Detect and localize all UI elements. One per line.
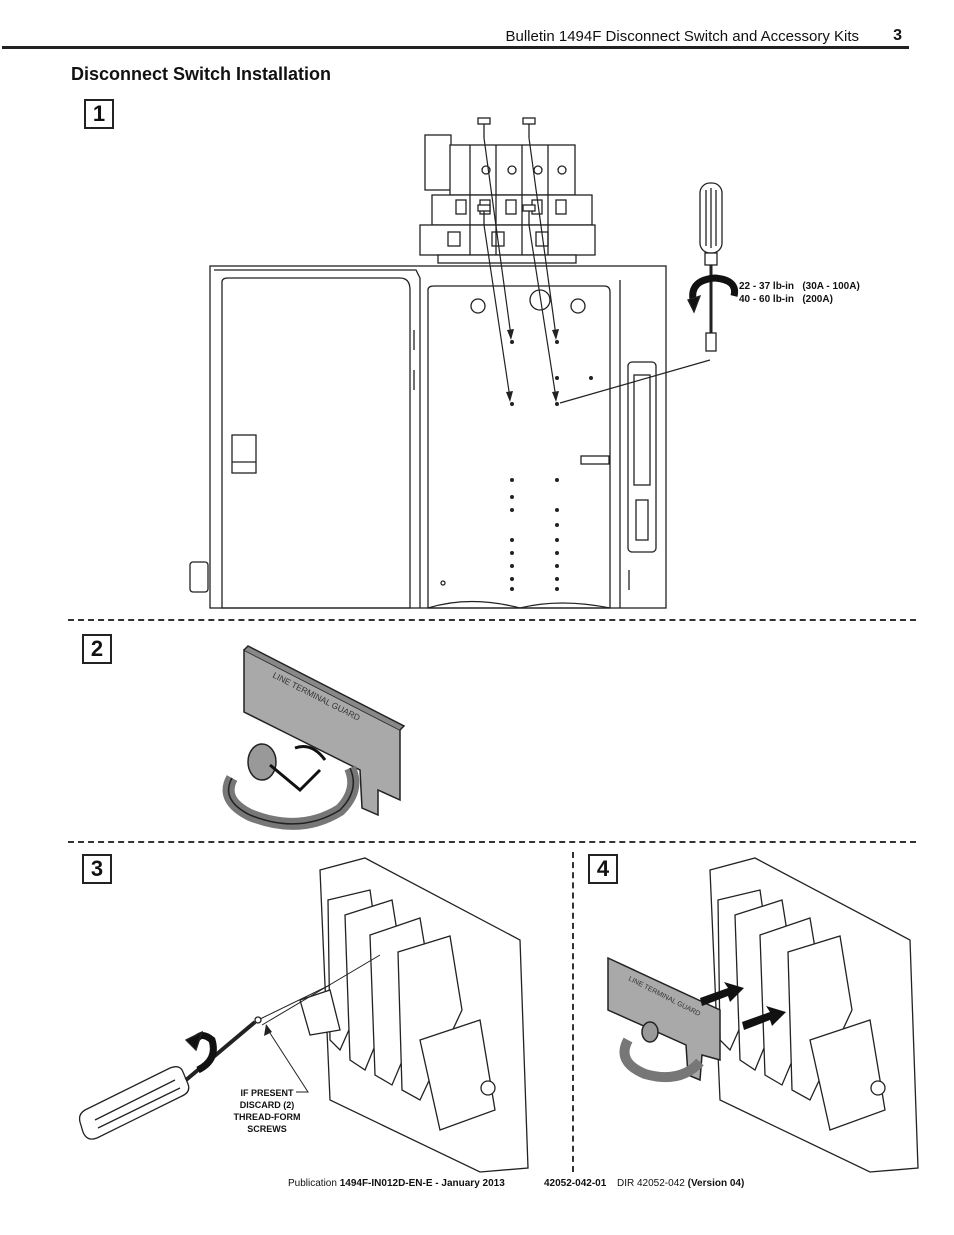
divider-step1-step2 — [68, 619, 916, 621]
door-label-plate — [231, 434, 257, 474]
header-rule — [2, 46, 909, 49]
line-terminal-guard-illustration: LINE TERMINAL GUARD — [222, 645, 406, 830]
torque-spec-line1: 22 - 37 lb-in (30A - 100A) — [739, 281, 860, 292]
step3-illustration — [78, 857, 529, 1173]
step3-note-line3: THREAD-FORM — [233, 1112, 301, 1122]
footer-version: (Version 04) — [687, 1178, 745, 1189]
footer-doc-number: 42052-042-01 — [544, 1178, 607, 1189]
section-title: Disconnect Switch Installation — [71, 64, 332, 84]
step-3-box: 3 — [82, 854, 112, 884]
enclosure-body — [209, 265, 667, 609]
step-2-box: 2 — [82, 634, 112, 664]
footer-publication-id: 1494F-IN012D-EN-E - January 2013 — [339, 1178, 505, 1189]
divider-step2-step3 — [68, 841, 916, 843]
torque-spec-line2: 40 - 60 lb-in (200A) — [739, 294, 833, 305]
divider-step3-step4 — [572, 852, 574, 1172]
switch-poles — [327, 889, 496, 1131]
mounting-screws — [477, 117, 536, 225]
page-number: 3 — [893, 27, 902, 44]
step3-note-line1: IF PRESENT — [240, 1088, 294, 1098]
enclosure-illustration — [189, 117, 739, 609]
step3-note-line4: SCREWS — [247, 1124, 287, 1134]
screwdriver-icon — [687, 182, 739, 352]
footer-dir-prefix: DIR 42052-042 — [617, 1178, 688, 1189]
door-hinge — [189, 561, 209, 593]
step-1-box: 1 — [84, 99, 114, 129]
screwdriver-icon — [78, 954, 381, 1140]
step4-illustration: LINE TERMINAL GUARD — [607, 857, 919, 1173]
back-panel — [427, 285, 611, 609]
disconnect-switch-assembly — [419, 134, 596, 264]
step3-note: IF PRESENT DISCARD (2) THREAD-FORM SCREW… — [222, 1087, 312, 1135]
footer-publication: Publication 1494F-IN012D-EN-E - January … — [288, 1178, 505, 1189]
step-4-box: 4 — [588, 854, 618, 884]
step3-note-line2: DISCARD (2) — [239, 1100, 295, 1110]
footer-dir: DIR 42052-042 (Version 04) — [617, 1178, 744, 1189]
enclosure-door — [221, 277, 411, 609]
operating-mechanism — [627, 361, 657, 553]
footer-publication-prefix: Publication — [288, 1178, 340, 1189]
header-title: Bulletin 1494F Disconnect Switch and Acc… — [505, 28, 859, 45]
